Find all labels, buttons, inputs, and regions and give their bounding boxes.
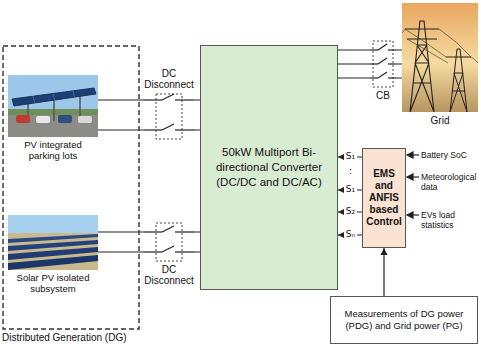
- input-label: Meteorological data: [421, 172, 479, 192]
- label-holder: Sₙ: [344, 229, 357, 240]
- art-part: [144, 231, 162, 232]
- art-part: [162, 94, 174, 100]
- art-part: [388, 63, 396, 64]
- art-part: [162, 246, 174, 252]
- wire-line: [98, 232, 144, 252]
- art-part: [16, 115, 30, 123]
- dc-disconnect: DC Disconnect: [144, 222, 194, 292]
- art-part: [8, 215, 98, 270]
- label-holder: :: [344, 166, 357, 177]
- art-part: [144, 129, 162, 130]
- input-label: EVs load statistics: [421, 210, 479, 230]
- art-part: [175, 251, 194, 252]
- art-part: [78, 116, 92, 123]
- signal-label: S₁: [344, 184, 357, 195]
- arrow-head: [381, 248, 388, 255]
- node-text: CB: [370, 90, 396, 102]
- measurement-box: Measurements of DG power (PDG) and Grid …: [330, 296, 478, 344]
- signal-label: :: [344, 166, 357, 177]
- art-part: [8, 75, 98, 137]
- pv-field-photo: Solar PV isolated subsystem: [8, 215, 98, 297]
- art-part: [53, 94, 55, 101]
- node-text: EMS and ANFIS based Control: [365, 168, 403, 228]
- wire-connector: [98, 100, 144, 130]
- art-part: [370, 49, 378, 50]
- arrow-head: [407, 212, 413, 218]
- wire-line: [338, 157, 362, 235]
- art-part: [156, 94, 182, 139]
- converter-box: 50kW Multiport Bi-directional Converter …: [200, 45, 338, 290]
- signal-label: S₂: [344, 206, 357, 217]
- art-part: [162, 226, 174, 232]
- art-part: [446, 49, 471, 112]
- art-part: [370, 77, 378, 78]
- art-part: [388, 49, 396, 50]
- wire-connector: [98, 232, 144, 252]
- grid-photo: Grid: [402, 3, 478, 131]
- node-text: Measurements of DG power (PDG) and Grid …: [336, 308, 472, 332]
- wire-connector: [338, 50, 370, 78]
- art-part: [175, 231, 194, 232]
- label-holder: S₁: [344, 151, 357, 162]
- art-part: [144, 99, 162, 100]
- wire-line: [383, 248, 384, 296]
- input-arrow-set: [407, 152, 419, 218]
- art-part: [175, 129, 194, 130]
- label-holder: S₂: [344, 206, 357, 217]
- node-text: Grid: [402, 115, 478, 127]
- label-holder: Battery SoC: [421, 150, 479, 160]
- dc-disconnect: DC Disconnect: [144, 68, 194, 140]
- node-text: 50kW Multiport Bi-directional Converter …: [209, 145, 329, 190]
- art-part: [53, 99, 55, 121]
- art-part: [378, 58, 387, 64]
- input-label: Battery SoC: [421, 150, 479, 160]
- art-part: [156, 223, 182, 261]
- signal-label: Sₙ: [344, 229, 357, 240]
- wire-line: [98, 100, 144, 130]
- node-text: Distributed Generation (DG): [2, 332, 178, 344]
- art-part: [12, 88, 96, 106]
- art-part: [58, 115, 72, 123]
- circuit-breaker: CB: [370, 40, 396, 106]
- signal-label: S₁: [344, 151, 357, 162]
- wire-line: [396, 50, 402, 78]
- art-part: [378, 44, 387, 50]
- label-holder: EVs load statistics: [421, 210, 479, 230]
- art-part: [402, 3, 478, 112]
- art-part: [3, 46, 139, 329]
- dg-group: Distributed Generation (DG)PV integrated…: [2, 45, 140, 347]
- art-part: [402, 29, 478, 63]
- arrow-head: [407, 174, 413, 180]
- wire-connector: [338, 154, 362, 239]
- wire-line: [338, 50, 370, 78]
- node-text: DC Disconnect: [144, 264, 194, 286]
- control-box: EMS and ANFIS based Control: [362, 148, 406, 248]
- art-part: [388, 77, 396, 78]
- wire-connector: [396, 50, 402, 78]
- art-part: [405, 21, 439, 112]
- art-part: [36, 116, 50, 123]
- art-part: [378, 72, 387, 78]
- label-holder: Meteorological data: [421, 172, 479, 192]
- art-part: [8, 109, 98, 115]
- art-part: [8, 115, 98, 137]
- art-part: [162, 124, 174, 130]
- art-part: [370, 63, 378, 64]
- node-text: Solar PV isolated subsystem: [8, 272, 98, 294]
- wire-connector: [381, 248, 388, 296]
- art-part: [33, 97, 35, 104]
- art-part: [144, 251, 162, 252]
- grid-photo-art: [402, 3, 478, 131]
- node-text: DC Disconnect: [144, 68, 194, 90]
- arrow-head: [407, 152, 413, 158]
- arrow-head: [338, 154, 345, 239]
- label-holder: S₁: [344, 184, 357, 195]
- art-part: [8, 233, 98, 270]
- pv-parking-photo: PV integrated parking lots: [8, 75, 98, 165]
- art-part: [73, 91, 75, 99]
- art-part: [8, 255, 98, 270]
- art-part: [175, 99, 194, 100]
- node-text: PV integrated parking lots: [8, 139, 98, 161]
